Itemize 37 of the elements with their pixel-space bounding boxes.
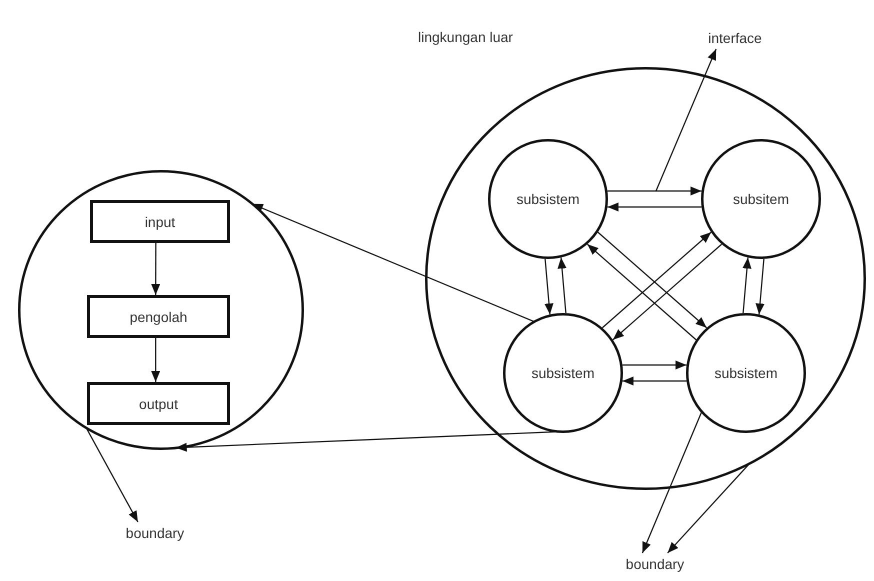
arrow [586,244,696,340]
callout-text: boundary [126,525,184,541]
arrow [607,186,702,196]
node-label: subsistem [516,191,580,207]
system-boundary-circle [425,67,866,490]
callout-text: boundary [626,556,684,572]
arrow [756,258,764,314]
node-label: subsistem [714,365,778,381]
node-label: subsitem [732,191,790,207]
leader-line [667,462,750,554]
leader-line [85,427,138,522]
arrow [622,360,687,370]
node-label: pengolah [130,308,188,324]
arrow [558,258,566,314]
arrow [151,338,160,382]
leader-line [642,411,702,554]
arrow [252,203,535,322]
arrow [151,243,160,295]
subsystem-circle [701,139,821,259]
arrow [742,258,752,314]
subsystem-circle [503,313,623,433]
process-box [87,295,230,338]
system-boundary-circle [18,170,304,450]
node-label: output [139,396,178,412]
subsystem-circle [488,139,608,259]
arrow [612,244,722,340]
arrow [607,202,702,212]
process-box [90,200,230,243]
arrow [622,376,687,386]
subsystem-circle [686,313,806,433]
callout-text: interface [708,30,762,46]
arrow [544,258,554,314]
leader-line [655,48,717,192]
environment-label: lingkungan luar [418,29,513,45]
node-label: subsistem [531,365,595,381]
process-box [87,382,230,425]
node-label: input [144,214,176,230]
